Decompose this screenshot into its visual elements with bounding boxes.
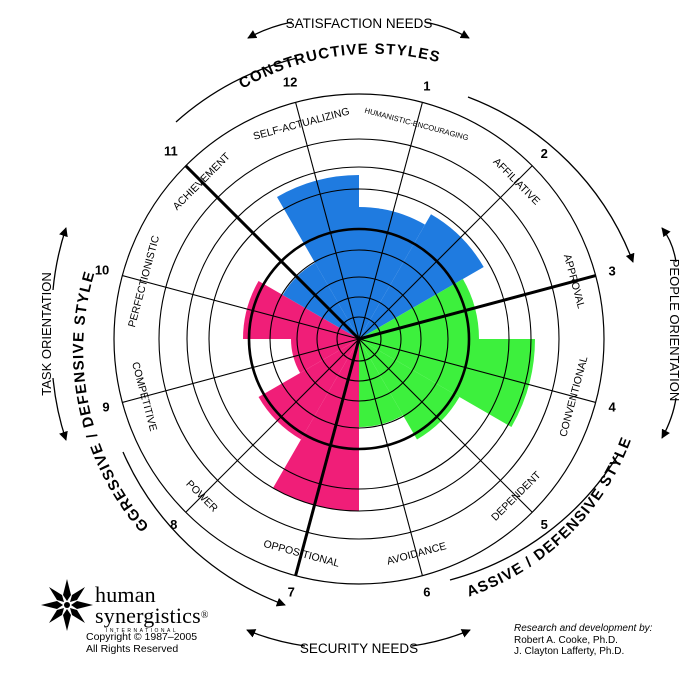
bottom-needs-label: SECURITY NEEDS (300, 641, 418, 656)
outer-arcs (122, 57, 635, 607)
style-number-3: 3 (608, 264, 615, 279)
wedge-perfectionistic (243, 281, 359, 339)
scale-ring (316, 296, 402, 382)
left-lower-arrow (52, 377, 68, 441)
style-number-10: 10 (95, 263, 109, 278)
style-number-4: 4 (608, 399, 616, 414)
style-number-1: 1 (423, 78, 430, 93)
style-label-humanistic-encouraging: HUMANISTIC-ENCOURAGING (364, 106, 470, 142)
copyright-line-1: Copyright © 1987–2005 (86, 631, 198, 643)
copyright-line-2: All Rights Reserved (86, 643, 179, 655)
constructive-cluster-title: CONSTRUCTIVE STYLES (236, 41, 442, 93)
wheel: HUMANISTIC-ENCOURAGING1AFFILIATIVE2APPRO… (95, 75, 617, 600)
orientation-arrows (52, 21, 677, 647)
scale-ring (269, 249, 449, 429)
cluster-divider (184, 164, 361, 341)
sector-divider (122, 275, 360, 340)
credit-person-2: J. Clayton Lafferty, Ph.D. (514, 646, 625, 657)
sector-divider (358, 338, 596, 403)
bottom-right-arrow (411, 629, 471, 647)
lower-left-arc (122, 451, 286, 607)
cluster-divider (358, 274, 597, 341)
style-number-7: 7 (288, 585, 295, 600)
logo-word-synergistics: synergistics (95, 603, 201, 628)
style-label-oppositional: OPPOSITIONAL (262, 538, 341, 570)
registered-mark: ® (200, 610, 209, 621)
style-label-approval: APPROVAL (561, 253, 587, 310)
human-synergistics-star-icon (41, 579, 93, 631)
label-band-outline (113, 93, 605, 585)
research-credits: Research and development by: Robert A. C… (514, 623, 652, 658)
logo-line-human: human (95, 582, 156, 607)
scale-ring (186, 166, 532, 512)
style-number-6: 6 (423, 585, 430, 600)
sector-divider (122, 338, 360, 403)
wedge-avoidance (359, 339, 403, 428)
style-label-competitive: COMPETITIVE (129, 361, 159, 433)
copyright-notice: Copyright © 1987–2005 All Rights Reserve… (86, 631, 197, 655)
credits-caption: Research and development by: (514, 623, 653, 634)
wedge-self-actualizing (277, 175, 359, 339)
wedge-approval (359, 279, 479, 339)
cluster-divider (294, 338, 361, 577)
wedge-conventional (359, 339, 535, 427)
wedge-oppositional (273, 339, 359, 511)
sector-divider (358, 102, 423, 340)
style-number-9: 9 (102, 399, 109, 414)
top-right-arrow (424, 21, 470, 39)
wedge-competitive (291, 339, 359, 373)
upper-left-arc (175, 57, 298, 123)
bottom-left-arrow (246, 629, 306, 647)
sector-divider (358, 165, 533, 340)
scale-ring (158, 138, 560, 540)
scale-ring (296, 276, 422, 402)
aggressive-cluster-title: AGGRESSIVE / DEFENSIVE STYLES (0, 0, 152, 535)
left-upper-arrow (52, 227, 68, 291)
style-number-11: 11 (164, 143, 178, 158)
style-label-conventional: CONVENTIONAL (557, 355, 590, 438)
sector-divider (295, 102, 360, 340)
style-number-2: 2 (541, 146, 548, 161)
top-left-arrow (247, 21, 293, 39)
company-logo-text: human synergistics® (95, 582, 209, 628)
right-upper-arrow (661, 227, 677, 263)
left-orientation-label: TASK ORIENTATION (39, 272, 54, 396)
logo-line-synergistics: synergistics® (95, 603, 209, 628)
style-number-8: 8 (170, 517, 177, 532)
logo-tagline: INTERNATIONAL (106, 628, 179, 634)
median-ring (247, 227, 471, 451)
style-label-self-actualizing: SELF-ACTUALIZING (252, 105, 351, 142)
sector-divider (185, 338, 360, 513)
scale-ring (208, 188, 510, 490)
right-orientation-label: PEOPLE ORIENTATION (667, 259, 682, 402)
credit-person-1: Robert A. Cooke, Ph.D. (514, 634, 618, 646)
style-number-12: 12 (283, 75, 297, 90)
scale-ring (336, 316, 382, 362)
upper-right-arc (467, 96, 635, 263)
top-needs-label: SATISFACTION NEEDS (286, 16, 433, 31)
style-number-5: 5 (541, 517, 548, 532)
right-lower-arrow (661, 397, 677, 439)
sector-divider (358, 338, 423, 576)
lower-right-arc (449, 454, 619, 581)
style-label-avoidance: AVOIDANCE (386, 540, 448, 567)
sector-divider (358, 338, 533, 513)
